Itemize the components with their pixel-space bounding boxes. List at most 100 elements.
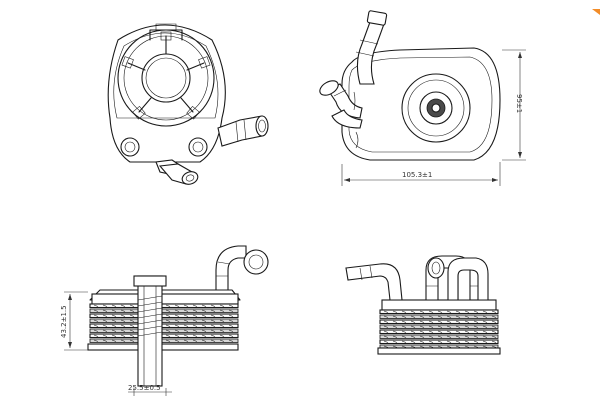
plate-fin	[482, 320, 488, 323]
side-view-left: 43.2±1.5 25.5±0.5	[60, 245, 269, 396]
side-view-right	[345, 255, 501, 355]
plate-fin	[419, 320, 425, 323]
plate-fin	[228, 329, 234, 332]
plate-fin	[410, 330, 416, 333]
plate-fin	[201, 329, 207, 332]
plate-fin	[165, 319, 171, 322]
plate-fin	[165, 314, 171, 317]
plate-fin	[93, 329, 99, 332]
plate-fin	[219, 309, 225, 312]
plate-fin	[129, 324, 135, 327]
plate-fin	[410, 335, 416, 338]
plate-fin	[201, 304, 207, 307]
plate-fin	[102, 314, 108, 317]
plate-fin	[120, 324, 126, 327]
plate-fin	[410, 315, 416, 318]
plate-fin	[165, 309, 171, 312]
plate-fin	[383, 345, 389, 348]
plate-fin	[392, 340, 398, 343]
plate-fin	[129, 329, 135, 332]
plate-fin	[210, 304, 216, 307]
plate-fin	[192, 319, 198, 322]
dim-width-top: 105.3±1	[402, 171, 432, 179]
plate-fin	[392, 310, 398, 313]
plate-fin	[392, 335, 398, 338]
plate-fin	[174, 329, 180, 332]
plate-fin	[482, 330, 488, 333]
plate-fin	[437, 310, 443, 313]
plate-fin	[473, 340, 479, 343]
cooler-plate	[89, 338, 239, 343]
plate-fin	[111, 309, 117, 312]
plate-fin	[174, 309, 180, 312]
plate-fin	[228, 324, 234, 327]
plate-fin	[473, 335, 479, 338]
plate-fin	[437, 330, 443, 333]
plate-fin	[392, 320, 398, 323]
plate-fin	[210, 324, 216, 327]
plate-fin	[129, 314, 135, 317]
plate-fin	[174, 324, 180, 327]
plate-fin	[165, 304, 171, 307]
plate-fin	[464, 335, 470, 338]
plate-fin	[392, 315, 398, 318]
plate-fin	[383, 325, 389, 328]
plate-fin	[491, 330, 497, 333]
plate-fin	[437, 325, 443, 328]
front-view	[107, 23, 269, 185]
plate-fin	[383, 320, 389, 323]
plate-fin	[102, 304, 108, 307]
plate-fin	[383, 340, 389, 343]
plate-fin	[446, 345, 452, 348]
plate-fin	[174, 319, 180, 322]
plate-fin	[219, 329, 225, 332]
plate-fin	[464, 320, 470, 323]
plate-fin	[491, 325, 497, 328]
plate-fin	[102, 324, 108, 327]
cooler-plate	[89, 313, 239, 319]
plate-fin	[473, 325, 479, 328]
plate-fin	[446, 330, 452, 333]
corner-marker	[590, 0, 600, 15]
plate-fin	[392, 325, 398, 328]
plate-fin	[446, 315, 452, 318]
plate-fin	[111, 314, 117, 317]
dim-thread-diameter: 25.5±0.5	[128, 384, 161, 392]
plate-fin	[129, 334, 135, 337]
plate-fin	[129, 339, 135, 342]
plate-fin	[437, 320, 443, 323]
plate-fin	[410, 345, 416, 348]
plate-fin	[455, 320, 461, 323]
plate-fin	[93, 324, 99, 327]
plate-fin	[219, 314, 225, 317]
plate-fin	[473, 310, 479, 313]
plate-fin	[111, 339, 117, 342]
plate-fin	[201, 324, 207, 327]
plate-fin	[111, 329, 117, 332]
plate-fin	[93, 314, 99, 317]
plate-fin	[174, 304, 180, 307]
plate-fin	[383, 315, 389, 318]
plate-fin	[410, 310, 416, 313]
plate-fin	[183, 339, 189, 342]
plate-fin	[93, 309, 99, 312]
plate-fin	[111, 304, 117, 307]
plate-fin	[383, 330, 389, 333]
plate-fin	[183, 309, 189, 312]
plate-fin	[482, 335, 488, 338]
plate-fin	[111, 324, 117, 327]
plate-fin	[491, 320, 497, 323]
plate-fin	[228, 309, 234, 312]
plate-fin	[219, 304, 225, 307]
plate-fin	[111, 334, 117, 337]
plate-fin	[183, 329, 189, 332]
plate-fin	[491, 335, 497, 338]
plate-fin	[437, 345, 443, 348]
plate-fin	[174, 339, 180, 342]
plate-fin	[219, 334, 225, 337]
plate-fin	[192, 329, 198, 332]
plate-fin	[491, 345, 497, 348]
plate-fin	[192, 334, 198, 337]
plate-fin	[410, 325, 416, 328]
